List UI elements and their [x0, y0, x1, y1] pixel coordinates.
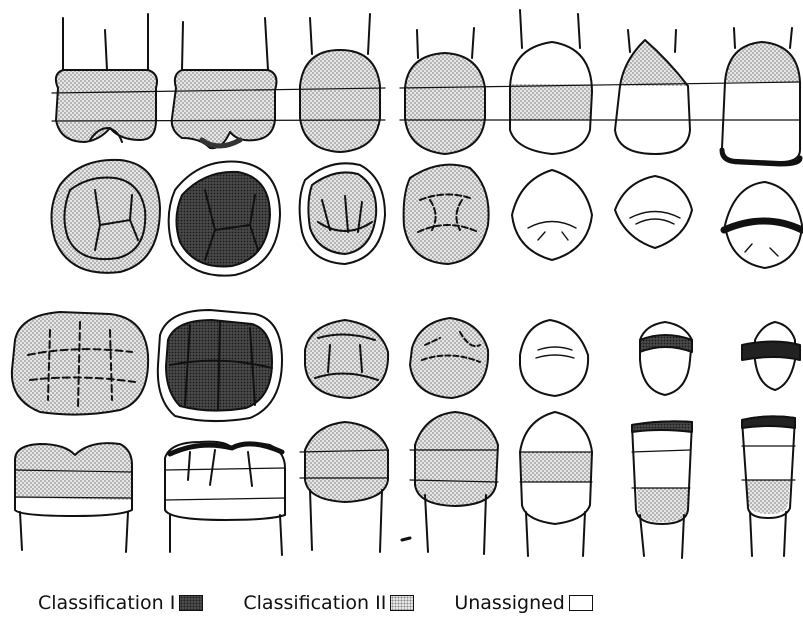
upper-premolar-1-occlusal	[300, 163, 385, 264]
upper-lateral-incisor-occlusal	[615, 176, 692, 248]
lower-canine-occlusal	[520, 320, 588, 396]
upper-lateral-incisor-side	[615, 30, 690, 154]
lower-central-incisor-occlusal	[742, 322, 800, 390]
classification-1-swatch	[179, 595, 203, 611]
lower-lateral-incisor-occlusal	[640, 322, 692, 395]
upper-canine-occlusal	[512, 170, 592, 260]
lower-central-incisor-side	[742, 416, 795, 556]
upper-premolar-2-occlusal	[404, 165, 489, 264]
legend: Classification I Classification II Unass…	[38, 589, 593, 617]
lower-premolar-1-occlusal	[305, 320, 388, 398]
legend-item-classification-2: Classification II	[243, 592, 414, 614]
lower-molar-1-occlusal	[12, 312, 148, 415]
lower-occlusal-row	[12, 310, 800, 421]
upper-central-incisor-side	[722, 28, 800, 164]
legend-label-unassigned: Unassigned	[454, 592, 565, 614]
classification-2-swatch	[390, 595, 414, 611]
unassigned-swatch	[569, 595, 593, 611]
lower-premolar-2-side	[415, 412, 498, 554]
upper-premolar-2-side	[405, 28, 485, 154]
legend-label-classification-1: Classification I	[38, 592, 175, 614]
lower-canine-side	[520, 412, 592, 556]
lower-lateral-incisor-side	[632, 421, 692, 558]
lower-premolar-1-side	[305, 422, 388, 552]
upper-molar-1-occlusal	[51, 160, 160, 273]
upper-canine-side	[510, 10, 592, 154]
upper-premolar-1-side	[300, 14, 380, 152]
upper-molar-2-side	[172, 18, 277, 148]
legend-item-classification-1: Classification I	[38, 592, 203, 614]
upper-occlusal-row	[51, 160, 802, 276]
lower-side-row	[15, 412, 795, 558]
upper-side-row	[52, 10, 800, 164]
legend-item-unassigned: Unassigned	[454, 592, 593, 614]
lower-molar-2-occlusal	[158, 310, 282, 421]
upper-central-incisor-occlusal	[724, 182, 802, 268]
upper-molar-1-side	[56, 14, 157, 142]
legend-label-classification-2: Classification II	[243, 592, 386, 614]
lower-premolar-2-occlusal	[410, 318, 488, 398]
upper-molar-2-occlusal	[169, 162, 280, 276]
